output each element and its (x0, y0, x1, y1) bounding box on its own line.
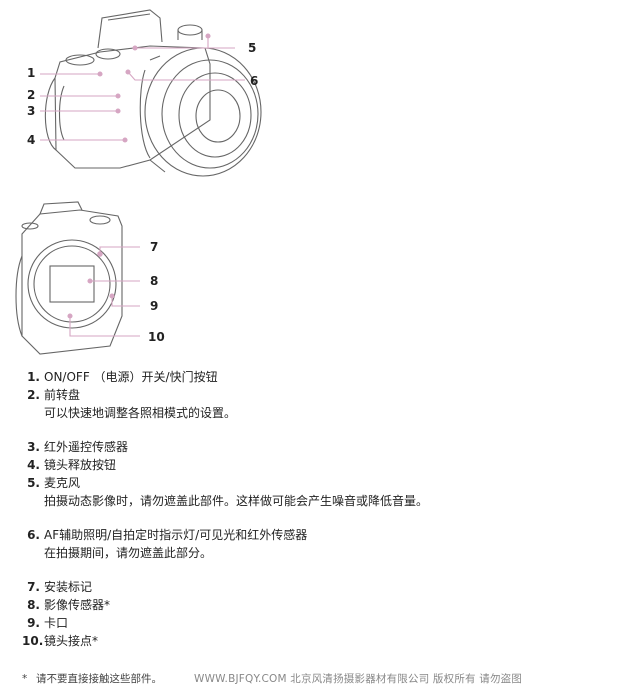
callout-9: 9 (150, 299, 159, 313)
callout-8: 8 (150, 274, 159, 288)
list-item: 6.AF辅助照明/自拍定时指示灯/可见光和红外传感器在拍摄期间，请勿遮盖此部分。 (27, 528, 308, 560)
list-item: 9.卡口 (27, 616, 69, 630)
list-item: 8.影像传感器* (27, 598, 111, 612)
list-item: 3.红外遥控传感器 (27, 440, 129, 454)
list-item: 2.前转盘可以快速地调整各照相模式的设置。 (27, 388, 237, 420)
callout-5: 5 (248, 41, 257, 55)
footnote-asterisk: * (22, 673, 28, 685)
camera-front-illustration (40, 9, 262, 177)
callout-1: 1 (27, 66, 36, 80)
callout-7: 7 (150, 240, 159, 254)
camera-mount-illustration (15, 201, 140, 355)
list-item: 4.镜头释放按钮 (27, 458, 117, 472)
callout-6: 6 (250, 74, 259, 88)
list-item: 1.ON/OFF （电源）开关/快门按钮 (27, 370, 218, 384)
footnote-text: 请不要直接接触这些部件。 (36, 673, 162, 685)
watermark: WWW.BJFQY.COM 北京风清扬摄影器材有限公司 版权所有 请勿盗图 (194, 673, 523, 685)
footnote: * 请不要直接接触这些部件。 WWW.BJFQY.COM 北京风清扬摄影器材有限公… (22, 671, 622, 686)
list-item: 10.镜头接点* (22, 634, 99, 648)
callout-4: 4 (27, 133, 36, 147)
parts-list: 1.ON/OFF （电源）开关/快门按钮 2.前转盘可以快速地调整各照相模式的设… (22, 368, 622, 650)
callout-3: 3 (27, 104, 36, 118)
list-item: 5.麦克风拍摄动态影像时，请勿遮盖此部件。这样做可能会产生噪音或降低音量。 (27, 476, 429, 508)
callout-2: 2 (27, 88, 36, 102)
list-item: 7.安装标记 (27, 580, 93, 594)
callout-10: 10 (148, 330, 165, 344)
